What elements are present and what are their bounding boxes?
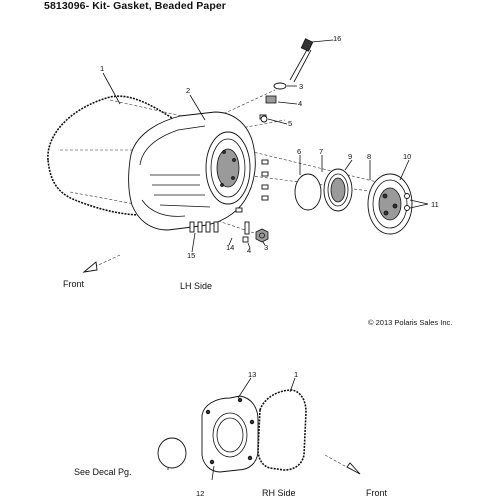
copyright: © 2013 Polaris Sales Inc. bbox=[368, 318, 453, 327]
clutch-cover bbox=[128, 111, 256, 231]
small-parts-top bbox=[260, 82, 298, 125]
callout-3: 3 bbox=[299, 82, 304, 91]
callout-11: 11 bbox=[431, 200, 439, 209]
gasket-rh bbox=[257, 389, 307, 471]
callout-6: 6 bbox=[297, 147, 302, 156]
rh-side-label: RH Side bbox=[262, 488, 296, 498]
callout-12: 12 bbox=[196, 489, 205, 498]
callout-8: 8 bbox=[367, 152, 372, 161]
callout-1-rh: 1 bbox=[294, 370, 299, 379]
diagram-title: 5813096- Kit- Gasket, Beaded Paper bbox=[44, 0, 226, 12]
callout-2: 2 bbox=[186, 86, 191, 95]
disc-parts bbox=[294, 168, 429, 235]
callout-5: 5 bbox=[288, 119, 293, 128]
decal-disc bbox=[157, 437, 187, 469]
cover-bolts bbox=[189, 114, 269, 235]
small-parts-bottom bbox=[242, 228, 269, 243]
callout-4-bottom: 4 bbox=[247, 246, 252, 255]
front-arrow-bottom bbox=[324, 454, 361, 475]
callout-16: 16 bbox=[333, 34, 342, 43]
callout-9: 9 bbox=[348, 152, 353, 161]
bolt-16 bbox=[289, 38, 334, 83]
callout-3-bottom: 3 bbox=[264, 243, 269, 252]
rh-cover bbox=[201, 395, 259, 473]
rh-leaders bbox=[167, 377, 296, 481]
callout-15: 15 bbox=[187, 251, 196, 260]
front-arrow-top bbox=[82, 254, 121, 273]
callout-1: 1 bbox=[100, 64, 105, 73]
callout-4: 4 bbox=[298, 99, 303, 108]
callout-10: 10 bbox=[403, 152, 412, 161]
lh-side-label: LH Side bbox=[180, 281, 213, 291]
front-label-top: Front bbox=[63, 279, 85, 289]
callout-13: 13 bbox=[248, 370, 257, 379]
see-decal-label: See Decal Pg. bbox=[74, 467, 132, 477]
front-label-bottom: Front bbox=[366, 488, 388, 498]
leader-lines bbox=[102, 72, 410, 253]
callout-7: 7 bbox=[319, 147, 324, 156]
callout-14: 14 bbox=[226, 243, 235, 252]
